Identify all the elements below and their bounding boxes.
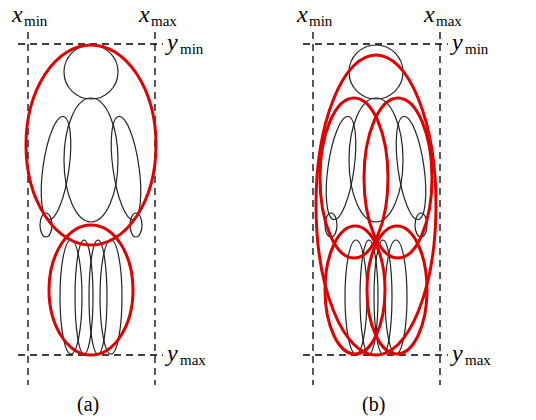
axis-letter: y [452,30,463,54]
axis-letter: x [297,2,308,26]
panel-caption: (b) [362,394,385,414]
panel-a-drawing [18,32,163,385]
axis-subscript: max [180,353,206,368]
axis-letter: x [139,2,150,26]
axis-letter: y [452,341,463,365]
axis-subscript: max [436,14,462,29]
axis-subscript: min [309,14,332,29]
panel-b-drawing [303,32,448,385]
axis-letter: y [167,341,178,365]
axis-subscript: max [465,353,491,368]
axis-letter: x [12,2,23,26]
axis-subscript: min [180,42,203,57]
axis-letter: y [167,30,178,54]
axis-subscript: max [151,14,177,29]
axis-subscript: min [24,14,47,29]
panel-caption: (a) [77,394,99,414]
axis-letter: x [424,2,435,26]
axis-subscript: min [465,42,488,57]
